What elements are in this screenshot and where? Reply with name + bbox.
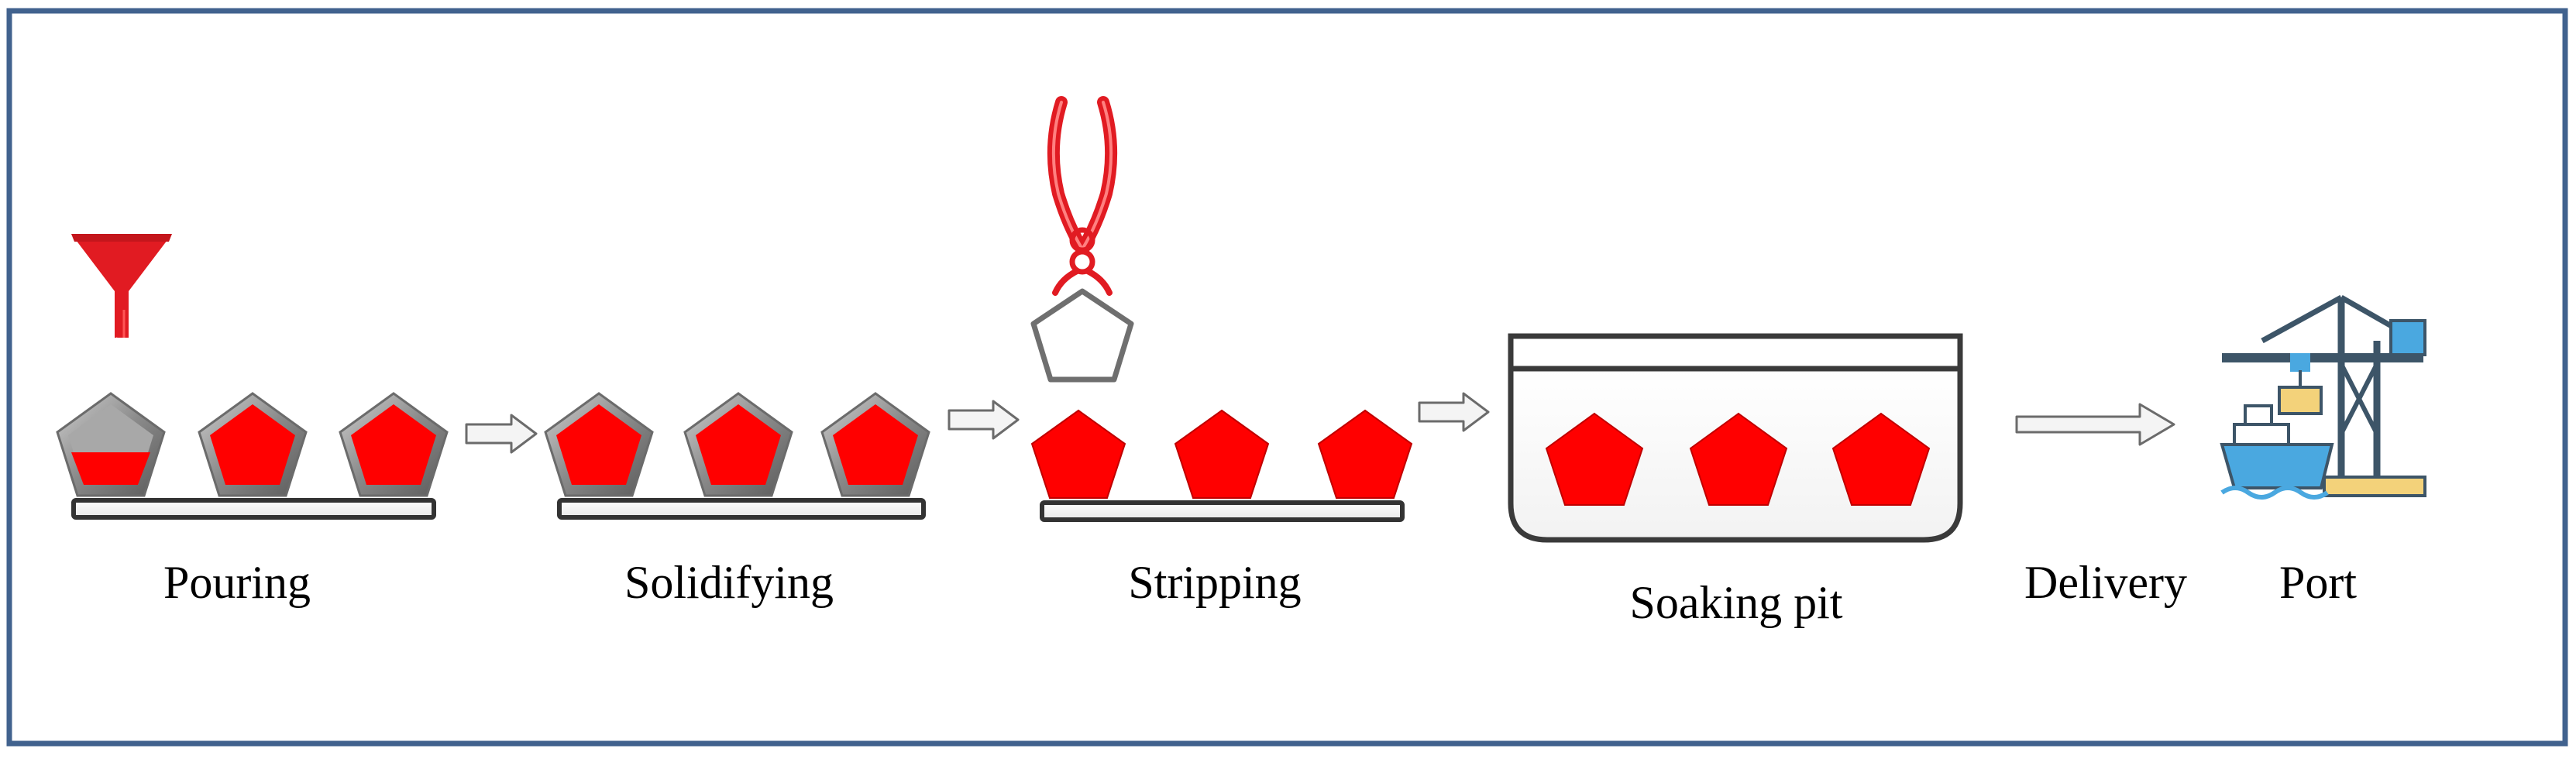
mold-filled	[544, 392, 654, 497]
hollow-arrow-icon	[948, 400, 1020, 440]
ingot	[1545, 412, 1644, 506]
hollow-arrow-icon	[1418, 392, 1490, 432]
solidifying-base-bar	[557, 498, 926, 520]
stage-label-port: Port	[2279, 557, 2358, 608]
port-crane-ship-icon	[2220, 294, 2426, 500]
mold-filled	[820, 392, 930, 497]
empty-mold-outline	[1030, 288, 1134, 383]
ingot	[1174, 409, 1270, 499]
mold-filled	[198, 392, 308, 497]
stripping-base-bar	[1040, 500, 1405, 522]
pouring-stage	[56, 234, 449, 520]
stage-label-stripping: Stripping	[1128, 557, 1302, 608]
ingot	[1831, 412, 1931, 506]
tongs-icon	[1047, 96, 1118, 296]
stage-label-soaking-pit: Soaking pit	[1629, 577, 1843, 628]
ingot	[1317, 409, 1413, 499]
outer-frame	[6, 8, 2568, 747]
stripping-stage	[1030, 96, 1413, 522]
mold-partially-filled	[56, 392, 166, 497]
soaking-pit-stage	[1508, 333, 1963, 543]
solidifying-stage	[544, 392, 930, 520]
stage-label-delivery: Delivery	[2024, 557, 2187, 608]
ingot	[1030, 409, 1126, 499]
mold-filled	[683, 392, 793, 497]
ingot	[1689, 412, 1788, 506]
soaking-pit-lid	[1508, 333, 1963, 372]
pouring-base-bar	[71, 498, 436, 520]
stage-label-solidifying: Solidifying	[624, 557, 834, 608]
stage-label-pouring: Pouring	[163, 557, 311, 608]
mold-filled	[339, 392, 449, 497]
hollow-arrow-icon	[465, 414, 538, 454]
funnel-icon	[71, 234, 172, 354]
hollow-arrow-icon	[2015, 403, 2175, 446]
